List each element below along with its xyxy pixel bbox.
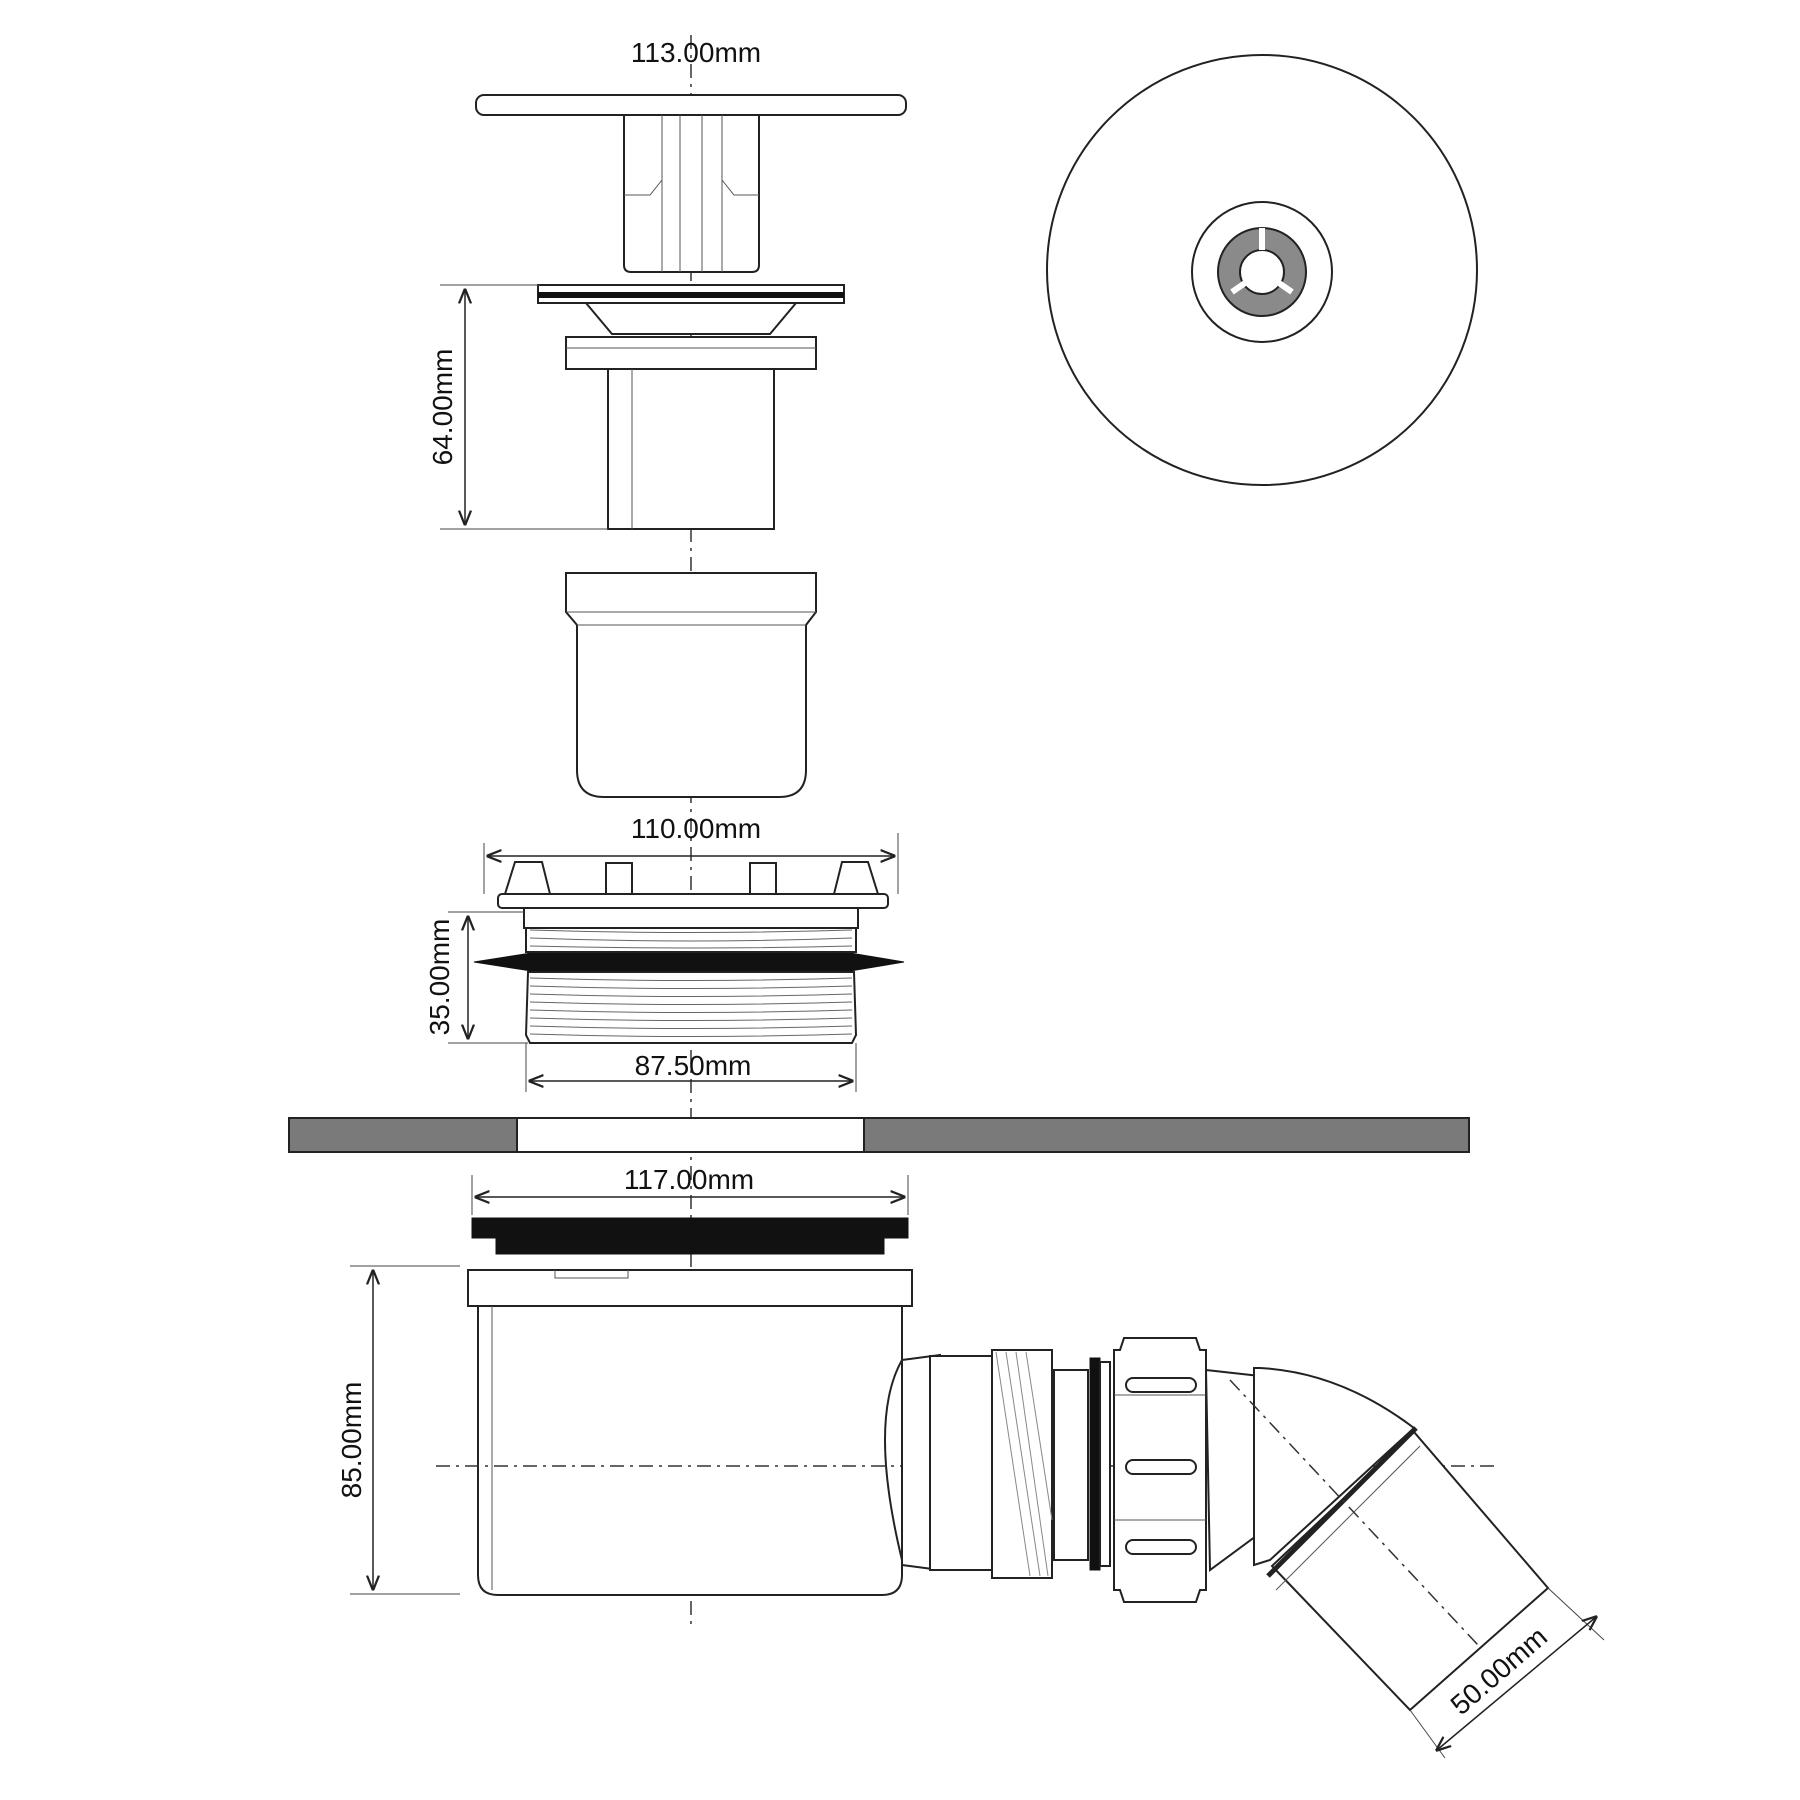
dim-thread-height: 35.00mm [424,919,455,1036]
dim-trap-height: 85.00mm [336,1382,367,1499]
adapter-cup [565,572,817,798]
dim-thread-height-line [448,911,528,1044]
dim-thread-width-line [525,1043,857,1092]
outlet-pipe [901,1349,1111,1579]
shower-tray-section [288,1117,1470,1153]
union-nut [1113,1337,1207,1603]
strainer-body [537,284,845,530]
dim-gasket-width-line [471,1175,909,1215]
trap-body [467,1269,917,1596]
dim-cap-width: 113.00mm [631,37,761,68]
black-gasket [471,1217,909,1255]
dim-trap-height-line [350,1265,460,1595]
flange-threaded-body [473,861,905,1044]
dim-body-height-line [440,284,608,530]
dim-flange-width-line [483,833,899,894]
dim-outlet-diameter-line [1409,1587,1605,1759]
dim-gasket-width: 117.00mm [624,1164,754,1195]
dim-thread-width: 87.50mm [635,1050,752,1081]
top-view [1046,54,1478,486]
dim-body-height: 64.00mm [427,349,458,466]
drain-cap [475,94,907,273]
dim-flange-width: 110.00mm [631,813,761,844]
